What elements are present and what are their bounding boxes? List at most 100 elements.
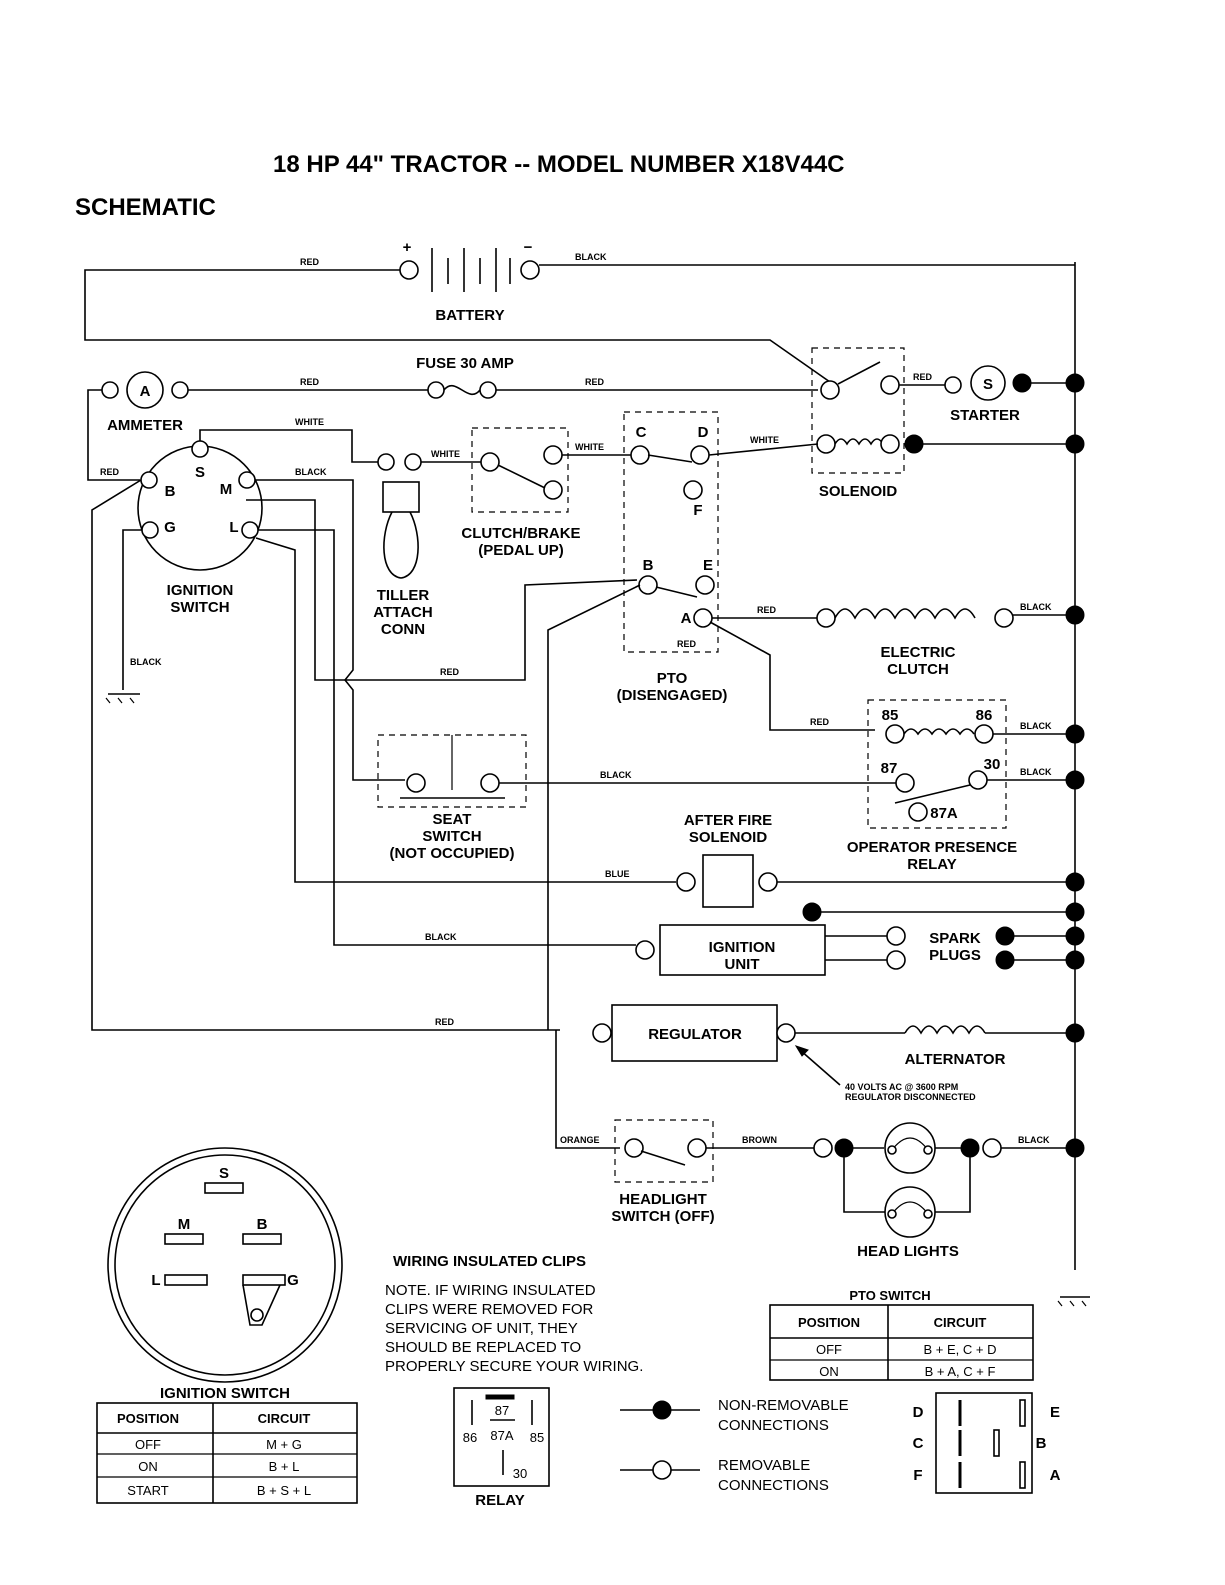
ign-table-cell: START	[127, 1483, 168, 1498]
clips-note-line: CLIPS WERE REMOVED FOR	[385, 1301, 594, 1318]
ground-symbol-left	[105, 693, 140, 704]
ammeter-symbol: A	[140, 383, 151, 400]
pto-label-f: F	[693, 502, 702, 519]
pto-table-header: CIRCUIT	[934, 1315, 987, 1330]
legend-removable-2: CONNECTIONS	[718, 1477, 829, 1494]
wire-label-white-4: WHITE	[750, 435, 779, 445]
fuse-30-amp	[427, 381, 497, 399]
starter-motor	[970, 365, 1006, 401]
headlight-contact	[640, 1150, 686, 1166]
pto-table-caption: PTO SWITCH	[849, 1288, 930, 1303]
pto-table-cell: OFF	[816, 1342, 842, 1357]
pto-terminal-e	[695, 575, 715, 595]
ign-table-cell: B + L	[269, 1459, 300, 1474]
ignition-switch-label-1: IGNITION	[167, 582, 234, 599]
ignition-switch-label-2: SWITCH	[170, 599, 229, 616]
wire-label-black-3: BLACK	[295, 467, 327, 477]
pto-table-cell: B + A, C + F	[925, 1364, 996, 1379]
seat-label-2: SWITCH	[422, 828, 481, 845]
ammeter-label: AMMETER	[107, 417, 183, 434]
starter-symbol: S	[983, 376, 993, 393]
pto-label-1: PTO	[657, 670, 688, 687]
pto-contact-be	[655, 586, 698, 598]
ground-node	[1065, 1023, 1085, 1043]
seat-terminal-2	[480, 773, 500, 793]
wire-pto-solenoid	[708, 443, 819, 456]
afterfire-solenoid	[702, 854, 754, 908]
wire-label-red-3: RED	[300, 377, 320, 387]
battery-plus: +	[403, 239, 412, 256]
headlight-2	[884, 1186, 936, 1238]
wire-label-black-8: BLACK	[600, 770, 632, 780]
headlight-switch-label-1: HEADLIGHT	[619, 1191, 707, 1208]
relay-terminal-86	[974, 724, 994, 744]
ign-table-cell: M + G	[266, 1437, 302, 1452]
clutch-label-1: CLUTCH/BRAKE	[461, 525, 580, 542]
legend-removable-1: REMOVABLE	[718, 1457, 810, 1474]
tiller-label-2: ATTACH	[373, 604, 432, 621]
pto-label-2: (DISENGAGED)	[617, 687, 728, 704]
battery-label: BATTERY	[435, 307, 504, 324]
section-heading: SCHEMATIC	[75, 194, 216, 221]
afterfire-terminal-2	[758, 872, 778, 892]
ground-node	[1065, 770, 1085, 790]
pto-terminal-d	[690, 445, 710, 465]
relay-pin-85: 85	[530, 1430, 544, 1445]
ground-node	[1065, 605, 1085, 625]
wire-label-white-2: WHITE	[431, 449, 460, 459]
wire-label-red-10: RED	[810, 717, 830, 727]
ign-table-header: CIRCUIT	[258, 1411, 311, 1426]
ign-terminal-l	[241, 521, 259, 539]
pto-label-a: A	[681, 610, 692, 627]
ign-table-cell: ON	[138, 1459, 158, 1474]
solenoid-terminal-2	[880, 375, 900, 395]
pto-detail-c: C	[913, 1435, 924, 1452]
ground-node	[1065, 434, 1085, 454]
wire-label-blue: BLUE	[605, 869, 630, 879]
legend-fixed-1: NON-REMOVABLE	[718, 1397, 849, 1414]
relay-pin-30: 30	[513, 1466, 527, 1481]
wire-label-red-5: RED	[913, 372, 933, 382]
spark-terminal-1	[886, 926, 906, 946]
wire-label-black-7: BLACK	[1020, 767, 1052, 777]
wire-label-white-3: WHITE	[575, 442, 604, 452]
ignition-detail-caption: IGNITION SWITCH	[160, 1385, 290, 1402]
solenoid-label: SOLENOID	[819, 483, 898, 500]
detail-label-b: B	[257, 1216, 268, 1233]
relay-pin-87: 87	[495, 1403, 509, 1418]
legend-fixed-2: CONNECTIONS	[718, 1417, 829, 1434]
eclutch-label-2: CLUTCH	[887, 661, 949, 678]
arrow-head	[794, 1045, 809, 1057]
electric-clutch-coil	[834, 608, 976, 620]
relay-terminal-30	[968, 770, 988, 790]
ignition-position-table: POSITION CIRCUIT OFF M + G ON B + L STAR…	[96, 1402, 358, 1504]
ign-table-cell: B + S + L	[257, 1483, 311, 1498]
relay-detail: 87 87A 86 85 30	[453, 1387, 550, 1487]
pto-detail-a: A	[1050, 1467, 1061, 1484]
ignition-switch: S B M G L	[137, 440, 263, 571]
regulator-label: REGULATOR	[648, 1026, 742, 1043]
clips-note-line: SERVICING OF UNIT, THEY	[385, 1320, 578, 1337]
afterfire-label-2: SOLENOID	[689, 829, 768, 846]
pto-label-d: D	[698, 424, 709, 441]
solenoid-terminal-1	[820, 380, 840, 400]
battery: + −	[399, 239, 540, 292]
clips-heading: WIRING INSULATED CLIPS	[393, 1253, 586, 1270]
pto-detail-b: B	[1036, 1435, 1047, 1452]
pto-terminal-f	[683, 480, 703, 500]
relay-terminal-87	[895, 773, 915, 793]
wire-pto-common	[547, 584, 641, 1030]
ground-node	[1065, 1138, 1085, 1158]
eclutch-terminal-2	[994, 608, 1014, 628]
relay-label-87: 87	[881, 760, 898, 777]
ground-node	[1065, 373, 1085, 393]
tiller-terminal-1	[377, 453, 395, 471]
headlight-terminal-2	[687, 1138, 707, 1158]
wire-label-red-2: RED	[100, 467, 120, 477]
pto-table-header: POSITION	[798, 1315, 860, 1330]
wire-label-black: BLACK	[575, 252, 607, 262]
ammeter: A	[101, 371, 189, 409]
ign-label-b: B	[165, 483, 176, 500]
spark-label-1: SPARK	[929, 930, 981, 947]
lamp-terminal	[813, 1138, 833, 1158]
